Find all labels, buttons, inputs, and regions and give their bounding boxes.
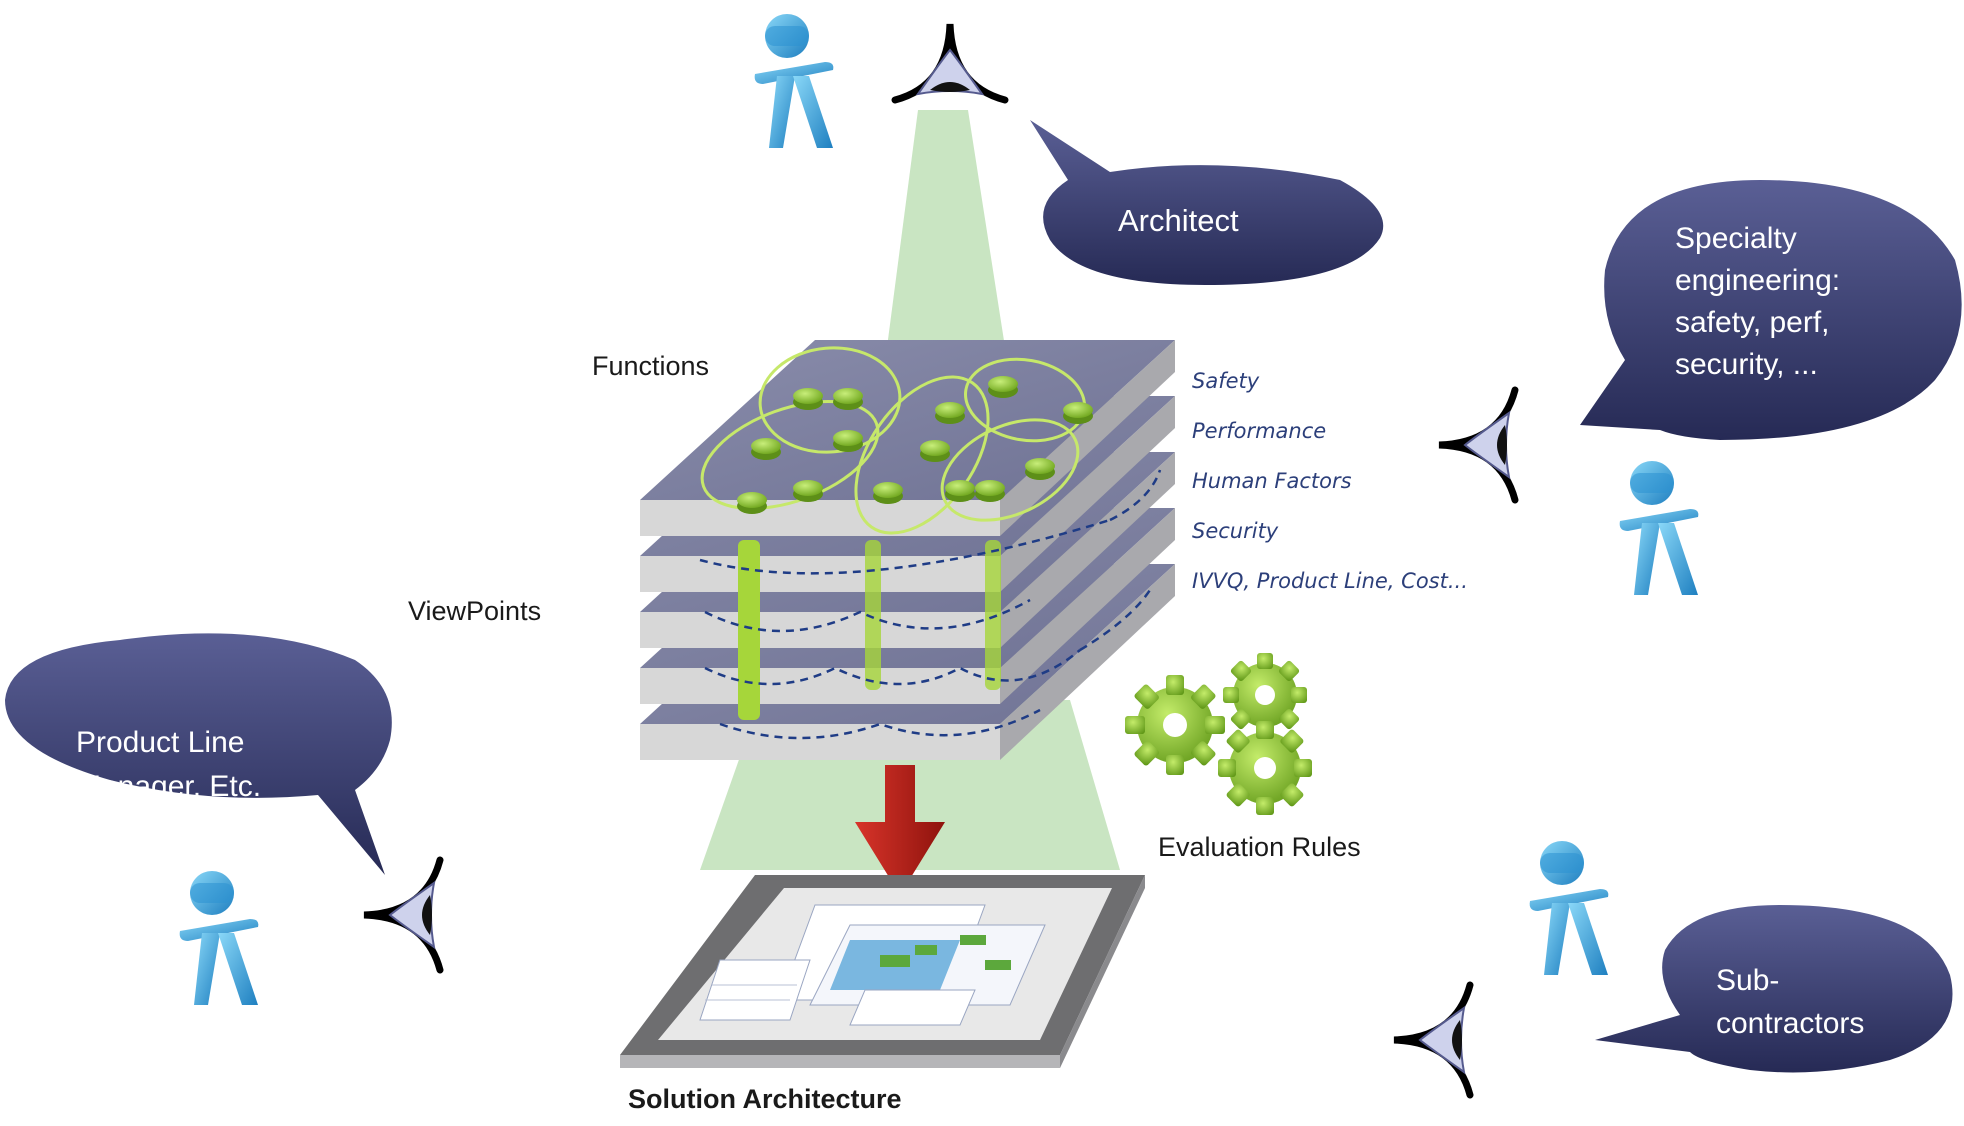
product-line-person-icon [179, 871, 259, 1005]
subcontractors-line-2: contractors [1716, 1007, 1864, 1040]
product-line-line-1: Product Line [76, 726, 244, 759]
specialty-person-icon [1619, 461, 1699, 595]
subcontractors-line-1: Sub- [1716, 964, 1779, 997]
viewpoint-dashed-arcs [699, 469, 1162, 740]
layer-1-functions [640, 340, 1175, 536]
subcontractor-person-icon [1529, 841, 1609, 975]
viewpoint-label-security: Security [1192, 519, 1279, 543]
functions-label: Functions [592, 351, 709, 381]
product-line-bubble [5, 633, 392, 875]
specialty-line-4: security, ... [1675, 348, 1818, 381]
function-columns [738, 540, 1001, 720]
viewpoint-label-performance: Performance [1192, 419, 1326, 443]
architect-bubble [1030, 120, 1384, 285]
viewpoint-label-human-factors: Human Factors [1192, 469, 1352, 493]
solution-architecture-board [620, 875, 1145, 1068]
gear-icon [1125, 653, 1312, 815]
product-line-line-2: Manager, Etc. [76, 770, 261, 803]
specialty-eye-icon [1439, 390, 1515, 500]
product-line-bubble-text: Product Line Manager, Etc. [76, 726, 261, 803]
architect-person-icon [754, 14, 834, 148]
viewpoint-label-safety: Safety [1192, 369, 1260, 393]
specialty-bubble-text: Specialty engineering: safety, perf, sec… [1675, 222, 1848, 381]
arrow-down-icon [855, 765, 945, 895]
specialty-line-2: engineering: [1675, 264, 1840, 297]
specialty-line-1: Specialty [1675, 222, 1797, 255]
subcontractor-eye-icon [1394, 985, 1470, 1095]
architect-bubble-text: Architect [1118, 203, 1239, 238]
viewpoint-label-ivvq: IVVQ, Product Line, Cost... [1192, 569, 1468, 593]
specialty-bubble [1580, 180, 1962, 440]
evaluation-rules-label: Evaluation Rules [1158, 832, 1361, 862]
architect-eye-icon [895, 24, 1005, 100]
subcontractors-bubble [1595, 905, 1953, 1073]
viewpoints-label: ViewPoints [408, 596, 541, 626]
subcontractors-bubble-text: Sub- contractors [1716, 964, 1864, 1040]
product-line-eye-icon [364, 860, 440, 970]
solution-architecture-label: Solution Architecture [628, 1084, 902, 1114]
viewpoint-layer-stack [640, 340, 1175, 760]
specialty-line-3: safety, perf, [1675, 306, 1830, 339]
